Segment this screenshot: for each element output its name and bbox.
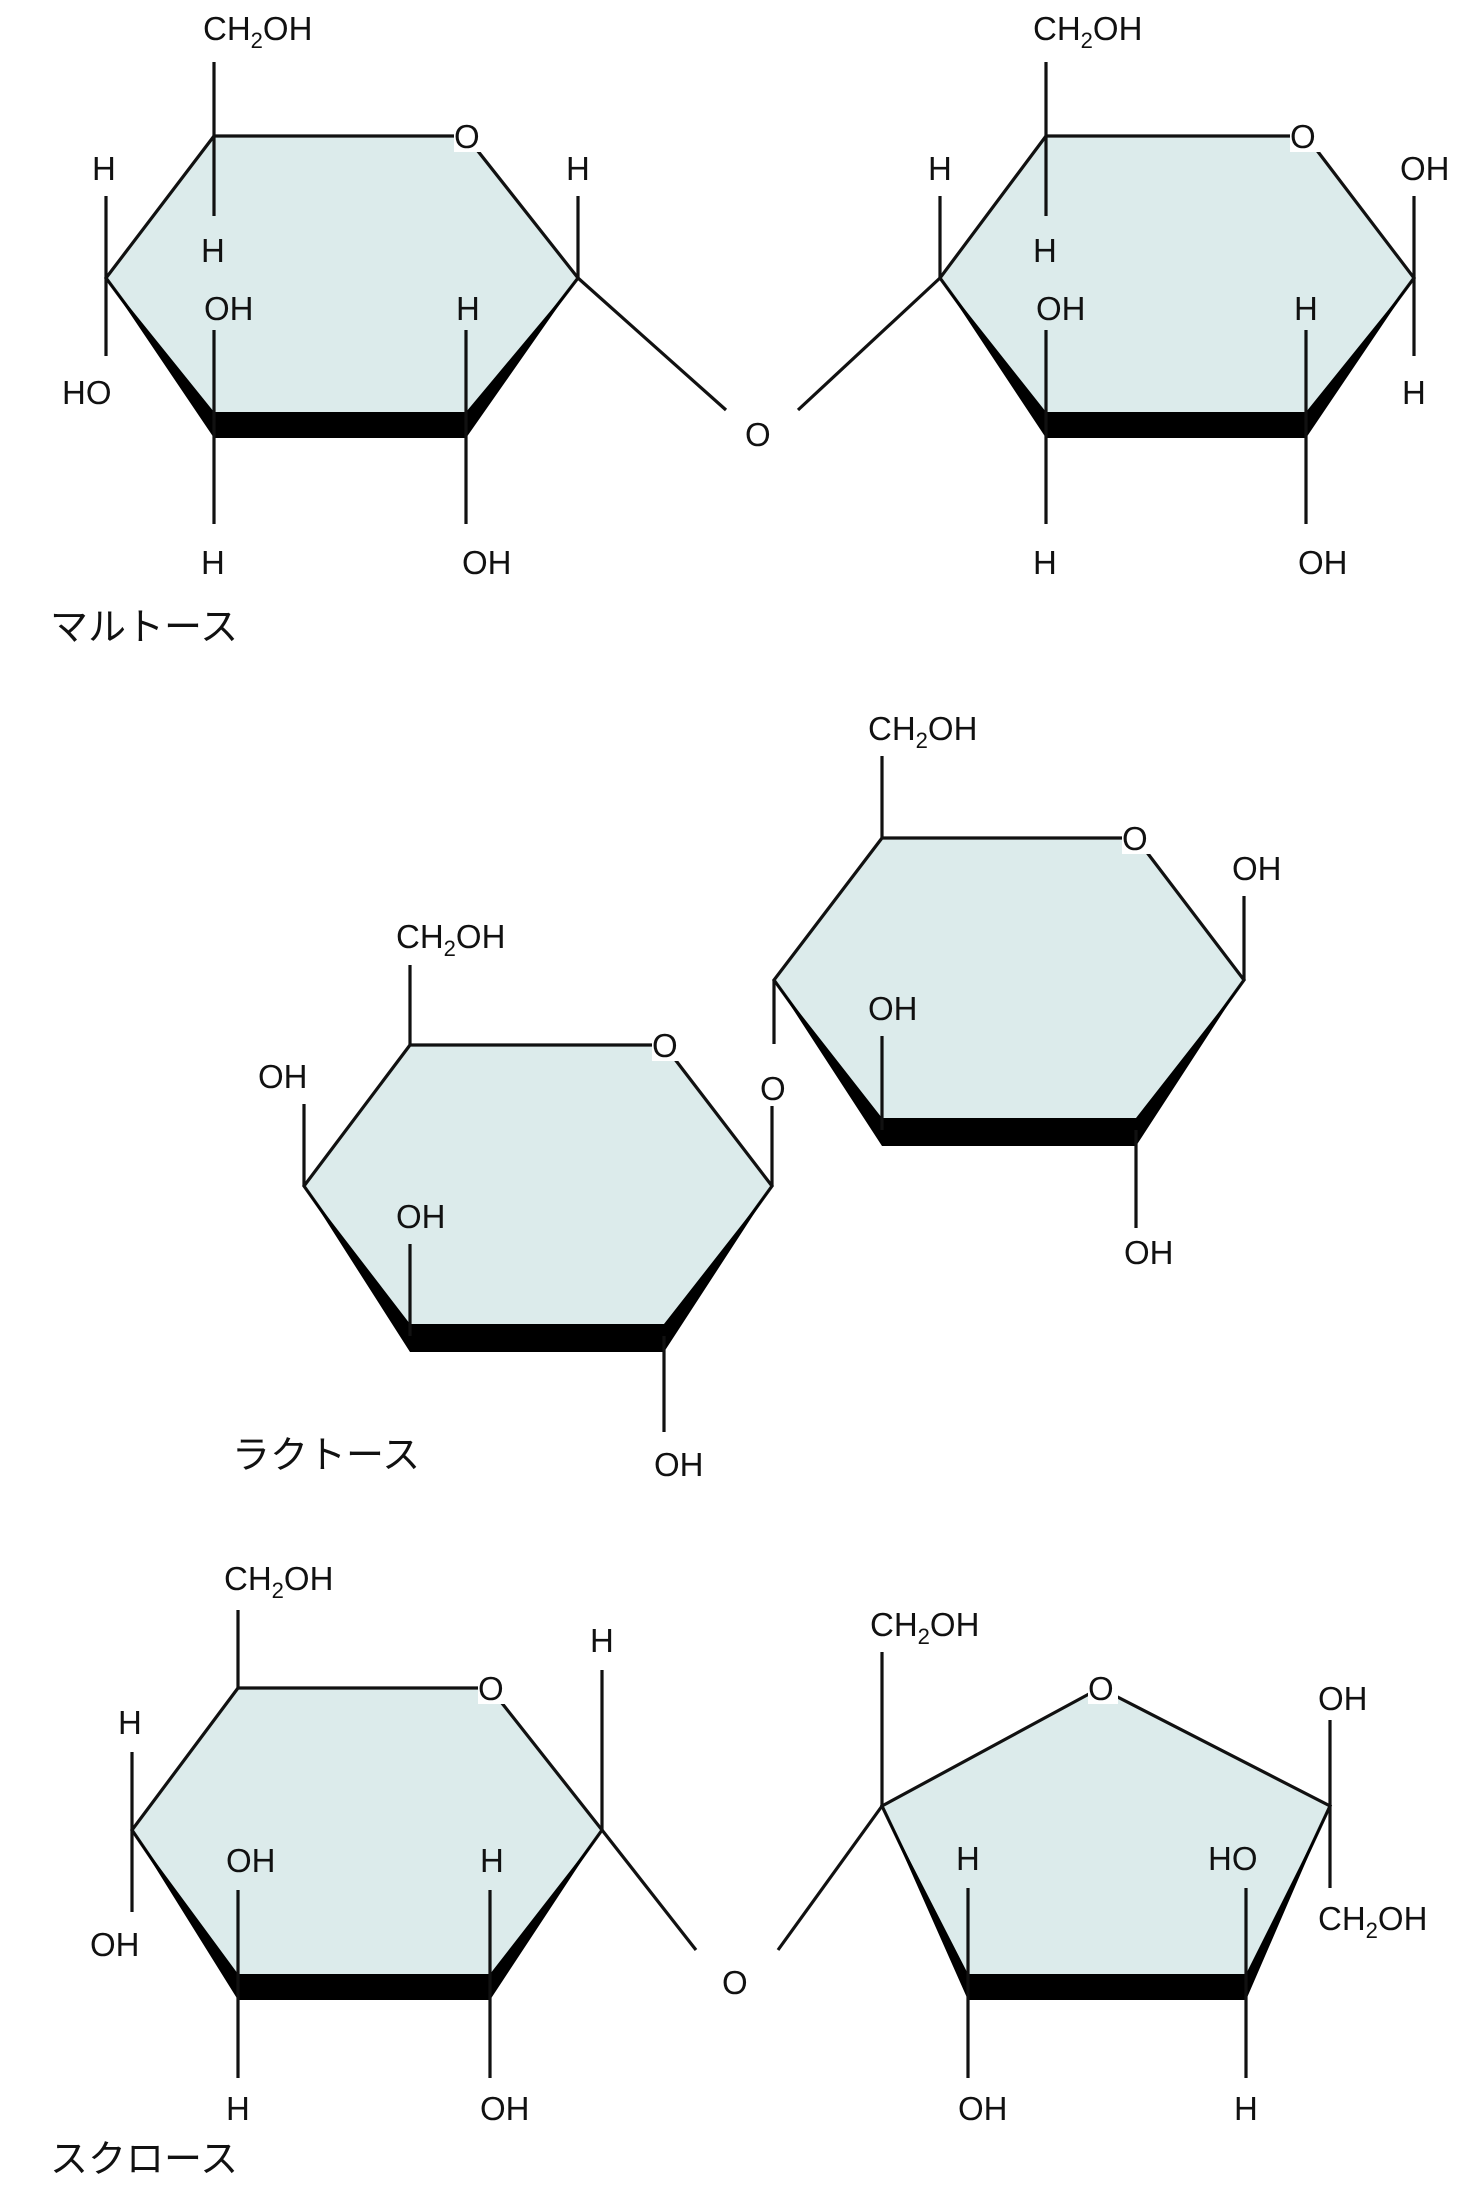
sucrose-ring-2 bbox=[776, 1652, 1333, 2078]
sucrose-h-2: H bbox=[118, 1704, 142, 1741]
maltose-h-1: H bbox=[92, 150, 116, 187]
lactose-oh-3: OH bbox=[654, 1446, 704, 1483]
maltose-ch2oh-1: CH2OH bbox=[203, 10, 312, 53]
sucrose-caption: スクロース bbox=[50, 2139, 238, 2181]
maltose-caption: マルトース bbox=[50, 607, 238, 649]
maltose-oh-4: OH bbox=[1036, 290, 1086, 327]
lactose-oh-4: OH bbox=[1232, 850, 1282, 887]
lactose-ring-2 bbox=[772, 756, 1246, 1228]
sucrose-h-4: H bbox=[226, 2090, 250, 2127]
maltose-h-2: H bbox=[566, 150, 590, 187]
lactose-molecule: CH2OH O OH OH OH O CH2OH O OH OH OH ラクトー… bbox=[232, 710, 1282, 1483]
maltose-h-8: H bbox=[1294, 290, 1318, 327]
lactose-ring-1-oxygen: O bbox=[652, 1027, 678, 1064]
sucrose-ring-1-oxygen: O bbox=[478, 1670, 504, 1707]
sucrose-h-3: H bbox=[480, 1842, 504, 1879]
lactose-oh-6: OH bbox=[1124, 1234, 1174, 1271]
maltose-bridge-oxygen: O bbox=[745, 416, 771, 453]
maltose-h-5: H bbox=[201, 544, 225, 581]
sucrose-ch2oh-1: CH2OH bbox=[224, 1560, 333, 1603]
maltose-ring-1-oxygen: O bbox=[454, 118, 480, 155]
lactose-oh-2: OH bbox=[396, 1198, 446, 1235]
sucrose-h-1: H bbox=[590, 1622, 614, 1659]
sucrose-ring-2-oxygen: O bbox=[1088, 1670, 1114, 1707]
maltose-ring-1 bbox=[103, 62, 728, 524]
maltose-h-6: H bbox=[928, 150, 952, 187]
maltose-h-3: H bbox=[201, 232, 225, 269]
sucrose-h-5: H bbox=[956, 1840, 980, 1877]
sucrose-bridge-oxygen: O bbox=[722, 1964, 748, 2001]
maltose-oh-1: OH bbox=[204, 290, 254, 327]
sucrose-ho-1: HO bbox=[1208, 1840, 1258, 1877]
sucrose-oh-4: OH bbox=[1318, 1680, 1368, 1717]
maltose-molecule: CH2OH O H H H OH H HO H OH O CH2OH O H O… bbox=[50, 10, 1450, 649]
lactose-ch2oh-2: CH2OH bbox=[868, 710, 977, 753]
sucrose-ch2oh-2: CH2OH bbox=[870, 1606, 979, 1649]
sucrose-h-6: H bbox=[1234, 2090, 1258, 2127]
sucrose-oh-3: OH bbox=[480, 2090, 530, 2127]
maltose-h-9: H bbox=[1402, 374, 1426, 411]
lactose-ch2oh-1: CH2OH bbox=[396, 918, 505, 961]
sucrose-oh-5: OH bbox=[958, 2090, 1008, 2127]
maltose-h-4: H bbox=[456, 290, 480, 327]
sucrose-molecule: CH2OH O H H OH H OH H OH O CH2OH O OH H … bbox=[50, 1560, 1427, 2181]
lactose-ring-2-oxygen: O bbox=[1122, 820, 1148, 857]
lactose-oh-5: OH bbox=[868, 990, 918, 1027]
maltose-oh-5: OH bbox=[1298, 544, 1348, 581]
maltose-h-7: H bbox=[1033, 232, 1057, 269]
maltose-ch2oh-2: CH2OH bbox=[1033, 10, 1142, 53]
maltose-ring-2-oxygen: O bbox=[1290, 118, 1316, 155]
sucrose-oh-2: OH bbox=[90, 1926, 140, 1963]
maltose-oh-3: OH bbox=[1400, 150, 1450, 187]
maltose-ring-2 bbox=[796, 62, 1417, 524]
lactose-oh-1: OH bbox=[258, 1058, 308, 1095]
maltose-h-10: H bbox=[1033, 544, 1057, 581]
sucrose-ring-1 bbox=[130, 1610, 698, 2078]
maltose-oh-2: OH bbox=[462, 544, 512, 581]
sucrose-oh-1: OH bbox=[226, 1842, 276, 1879]
lactose-bridge-oxygen: O bbox=[760, 1070, 786, 1107]
lactose-ring-1 bbox=[302, 965, 774, 1432]
lactose-caption: ラクトース bbox=[232, 1435, 420, 1477]
maltose-ho-1: HO bbox=[62, 374, 112, 411]
sucrose-ch2oh-3: CH2OH bbox=[1318, 1900, 1427, 1943]
